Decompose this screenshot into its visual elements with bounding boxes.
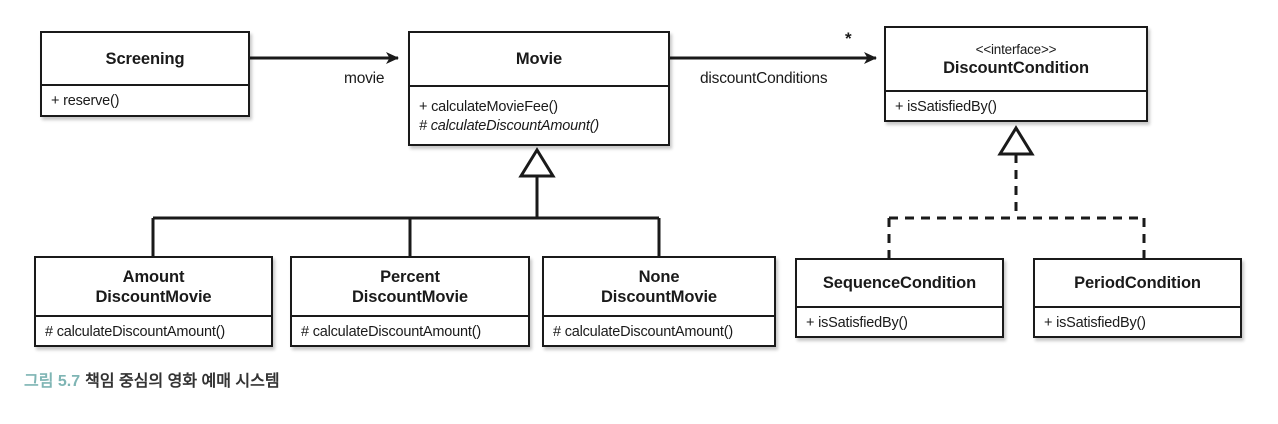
class-box-percent-discount-movie[interactable]: Percent DiscountMovie # calculateDiscoun… — [290, 256, 530, 347]
class-header-percent-discount-movie: Percent DiscountMovie — [292, 258, 528, 315]
class-header-movie: Movie — [410, 33, 668, 85]
operation-calculatediscountamount: # calculateDiscountAmount() — [301, 323, 481, 340]
class-divider — [410, 85, 668, 87]
operation-issatisfiedby: + isSatisfiedBy() — [806, 314, 908, 331]
operation-calculatemoviefee: + calculateMovieFee() — [419, 98, 558, 115]
class-name-sequence-condition: SequenceCondition — [822, 274, 977, 292]
class-box-movie[interactable]: Movie + calculateMovieFee() # calculateD… — [408, 31, 670, 146]
class-operations-sequence-condition: + isSatisfiedBy() — [797, 308, 1002, 338]
class-name-percent-discount-movie: Percent DiscountMovie — [351, 267, 469, 306]
class-operations-amount-discount-movie: # calculateDiscountAmount() — [36, 317, 271, 347]
operation-issatisfiedby: + isSatisfiedBy() — [1044, 314, 1146, 331]
class-box-sequence-condition[interactable]: SequenceCondition + isSatisfiedBy() — [795, 258, 1004, 338]
class-operations-discount-condition: + isSatisfiedBy() — [886, 92, 1146, 122]
class-name-period-condition: PeriodCondition — [1074, 274, 1201, 292]
class-header-period-condition: PeriodCondition — [1035, 260, 1240, 306]
operation-issatisfiedby: + isSatisfiedBy() — [895, 98, 997, 115]
class-box-amount-discount-movie[interactable]: Amount DiscountMovie # calculateDiscount… — [34, 256, 273, 347]
multiplicity-discountconditions: * — [845, 29, 852, 48]
operation-calculatediscountamount: # calculateDiscountAmount() — [45, 323, 225, 340]
class-box-period-condition[interactable]: PeriodCondition + isSatisfiedBy() — [1033, 258, 1242, 338]
figure-number: 그림 5.7 — [24, 373, 81, 390]
class-operations-none-discount-movie: # calculateDiscountAmount() — [544, 317, 774, 347]
operation-calculatediscountamount-abstract: # calculateDiscountAmount() — [419, 117, 599, 134]
figure-caption-text: 책임 중심의 영화 예매 시스템 — [85, 373, 280, 390]
class-divider — [797, 306, 1002, 308]
class-divider — [42, 84, 248, 86]
class-name-discount-condition: DiscountCondition — [943, 59, 1089, 77]
class-box-screening[interactable]: Screening + reserve() — [40, 31, 250, 117]
class-header-sequence-condition: SequenceCondition — [797, 260, 1002, 306]
class-divider — [1035, 306, 1240, 308]
realization-triangle-discountcondition — [997, 125, 1035, 156]
class-header-amount-discount-movie: Amount DiscountMovie — [36, 258, 271, 315]
class-name-amount-discount-movie: Amount DiscountMovie — [95, 267, 212, 306]
class-divider — [544, 315, 774, 317]
class-name-none-discount-movie: None DiscountMovie — [600, 267, 718, 306]
stereotype-interface: <<interface>> — [975, 42, 1057, 57]
generalization-triangle-movie — [518, 147, 556, 178]
class-operations-percent-discount-movie: # calculateDiscountAmount() — [292, 317, 528, 347]
class-box-discount-condition[interactable]: <<interface>> DiscountCondition + isSati… — [884, 26, 1148, 122]
class-name-screening: Screening — [105, 49, 185, 68]
class-operations-screening: + reserve() — [42, 86, 248, 117]
class-divider — [292, 315, 528, 317]
association-label-movie: movie — [344, 70, 385, 87]
class-header-discount-condition: <<interface>> DiscountCondition — [886, 28, 1146, 90]
class-operations-period-condition: + isSatisfiedBy() — [1035, 308, 1240, 338]
class-header-screening: Screening — [42, 33, 248, 84]
class-header-none-discount-movie: None DiscountMovie — [544, 258, 774, 315]
operation-reserve: + reserve() — [51, 93, 120, 109]
class-operations-movie: + calculateMovieFee() # calculateDiscoun… — [410, 87, 668, 146]
class-divider — [36, 315, 271, 317]
class-name-movie: Movie — [515, 50, 563, 68]
operation-calculatediscountamount: # calculateDiscountAmount() — [553, 323, 733, 340]
association-label-discountconditions: discountConditions — [700, 70, 828, 87]
class-divider — [886, 90, 1146, 92]
class-box-none-discount-movie[interactable]: None DiscountMovie # calculateDiscountAm… — [542, 256, 776, 347]
